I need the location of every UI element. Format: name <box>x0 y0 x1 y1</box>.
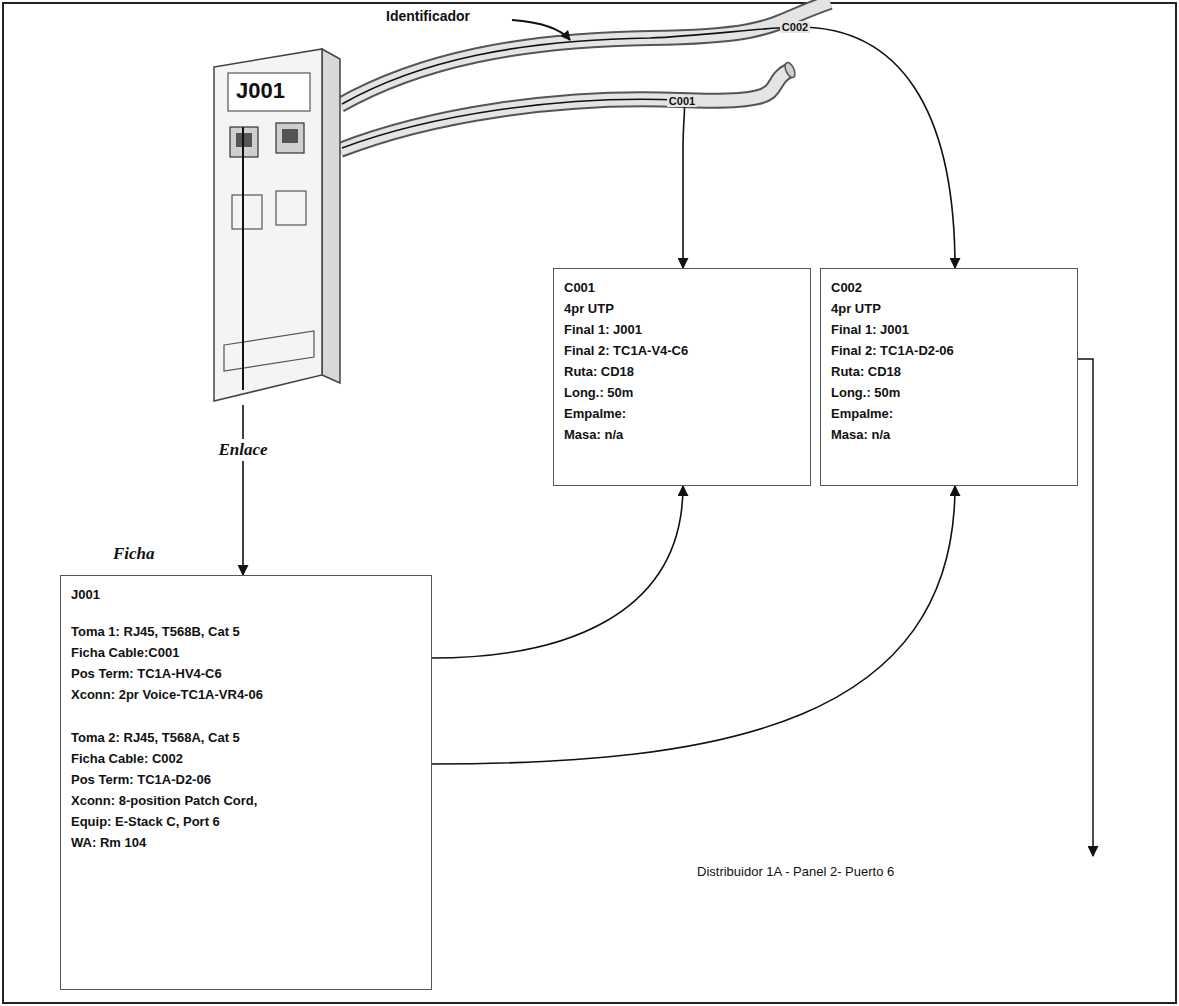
blank-insert <box>276 191 306 225</box>
blank-insert <box>232 195 262 229</box>
label-slot <box>228 73 310 111</box>
record-field: Empalme: <box>564 403 800 424</box>
record-field: Final 2: TC1A-D2-06 <box>831 340 1067 361</box>
wall-plate: J001 <box>210 45 345 405</box>
record-field: Empalme: <box>831 403 1067 424</box>
record-field: Final 1: J001 <box>831 319 1067 340</box>
record-field: Pos Term: TC1A-HV4-C6 <box>71 663 421 684</box>
jack-voice <box>276 123 304 153</box>
distributor-label: Distribuidor 1A - Panel 2- Puerto 6 <box>697 864 894 879</box>
identifier-label: Identificador <box>386 8 470 24</box>
record-field: Xconn: 8-position Patch Cord, <box>71 790 421 811</box>
record-field: Ruta: CD18 <box>564 361 800 382</box>
record-field: Final 2: TC1A-V4-C6 <box>564 340 800 361</box>
link-label: Enlace <box>215 439 270 461</box>
record-box: C0024pr UTPFinal 1: J001Final 2: TC1A-D2… <box>820 268 1078 486</box>
link-line <box>242 127 244 390</box>
record-field: 4pr UTP <box>831 298 1067 319</box>
record-field: Long.: 50m <box>831 382 1067 403</box>
reference-connector <box>242 405 244 575</box>
reference-connector <box>342 99 685 268</box>
reference-connector <box>342 27 955 268</box>
reference-connector <box>432 486 955 764</box>
record-field: Xconn: 2pr Voice-TC1A-VR4-06 <box>71 684 421 705</box>
plate-face <box>214 49 322 401</box>
record-field: Ficha Cable:C001 <box>71 642 421 663</box>
cable-identifier: C002 <box>780 21 810 33</box>
record-field: 4pr UTP <box>564 298 800 319</box>
cable-identifier: C001 <box>667 95 697 107</box>
record-field: Ficha Cable: C002 <box>71 748 421 769</box>
record-field: Pos Term: TC1A-D2-06 <box>71 769 421 790</box>
record-id: C002 <box>831 277 1067 298</box>
record-field: J001 <box>71 584 421 605</box>
record-field: Long.: 50m <box>564 382 800 403</box>
record-id: C001 <box>564 277 800 298</box>
bottom-slot <box>224 331 314 371</box>
record-id: J001 <box>236 78 285 104</box>
record-field: Toma 2: RJ45, T568A, Cat 5 <box>71 727 421 748</box>
reference-connector <box>432 486 683 658</box>
record-heading: Ficha <box>113 544 155 564</box>
jack-port <box>282 129 298 143</box>
record-field: Toma 1: RJ45, T568B, Cat 5 <box>71 621 421 642</box>
record-field: Masa: n/a <box>564 424 800 445</box>
record-field: Ruta: CD18 <box>831 361 1067 382</box>
record-field: Final 1: J001 <box>564 319 800 340</box>
record-field: Equip: E-Stack C, Port 6 <box>71 811 421 832</box>
record-field: Masa: n/a <box>831 424 1067 445</box>
record-field: WA: Rm 104 <box>71 832 421 853</box>
record-box: FichaJ001Toma 1: RJ45, T568B, Cat 5Ficha… <box>60 575 432 990</box>
record-box: C0014pr UTPFinal 1: J001Final 2: TC1A-V4… <box>553 268 811 486</box>
plate-side <box>322 49 340 383</box>
